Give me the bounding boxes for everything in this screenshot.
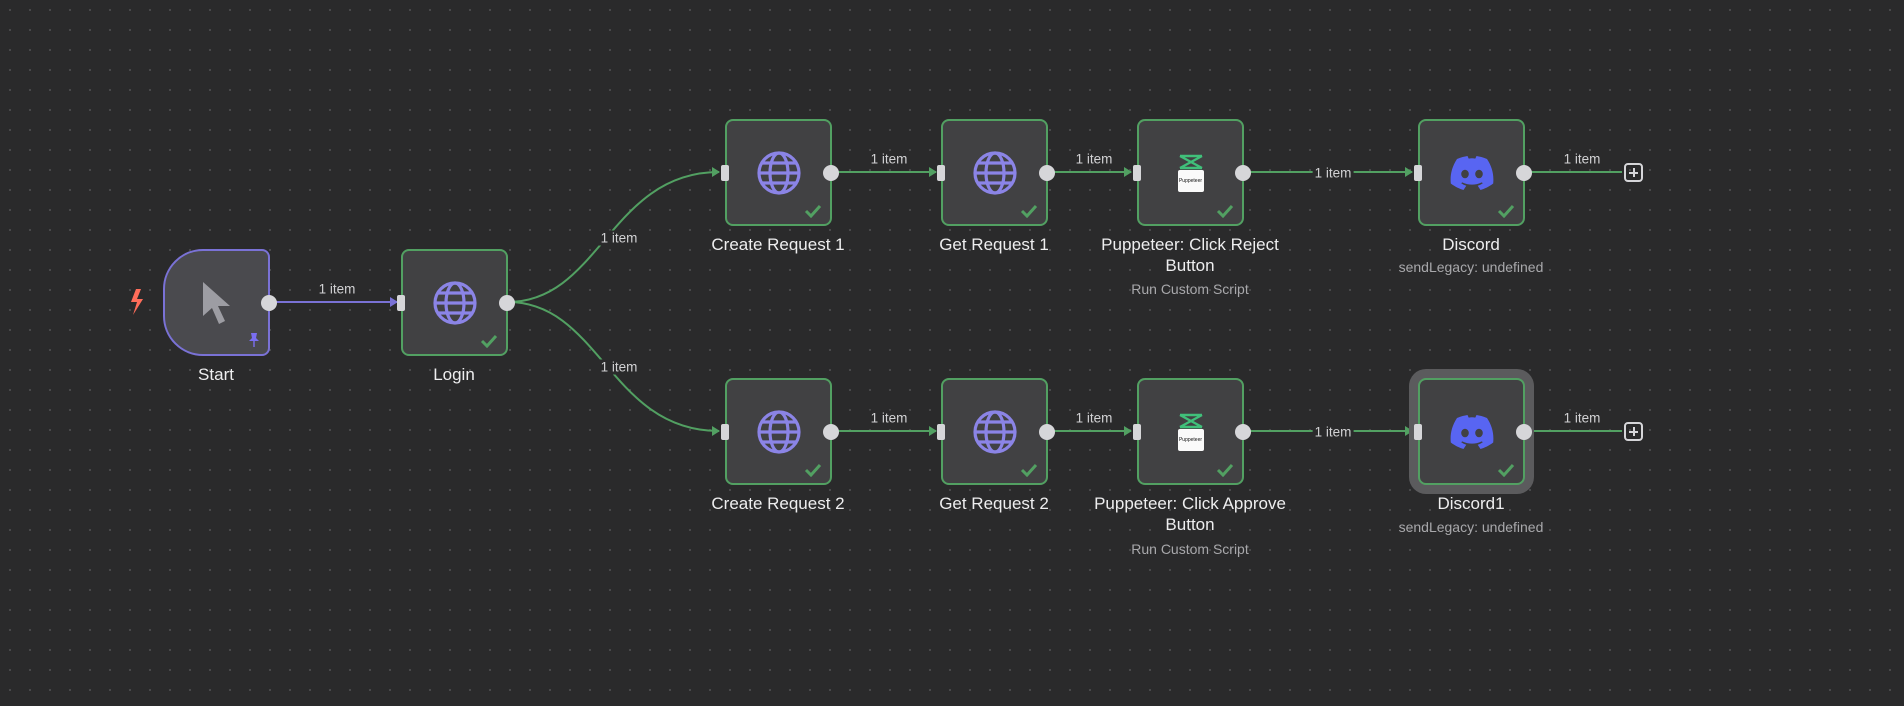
node-label-create-request-2: Create Request 2 — [711, 494, 845, 513]
node-label-start: Start — [198, 365, 234, 384]
check-icon — [1020, 463, 1038, 477]
node-discord[interactable] — [1414, 119, 1532, 226]
input-handle[interactable] — [1133, 423, 1141, 440]
check-icon — [1497, 204, 1515, 218]
node-label-discord: Discord — [1442, 235, 1500, 254]
input-handle[interactable] — [1414, 164, 1422, 181]
pin-icon[interactable] — [246, 332, 262, 348]
puppeteer-badge: Puppeteer — [1177, 169, 1204, 192]
node-start[interactable] — [163, 249, 277, 356]
output-handle[interactable] — [1039, 423, 1055, 440]
discord-icon — [1450, 414, 1494, 449]
edge-label-pup1-discord: 1 item — [1312, 165, 1354, 181]
check-icon — [1497, 463, 1515, 477]
discord-icon — [1450, 155, 1494, 190]
add-node-button[interactable] — [1624, 422, 1643, 441]
check-icon — [804, 204, 822, 218]
edge-label-pup2-discord1: 1 item — [1312, 424, 1354, 440]
node-login[interactable] — [397, 249, 515, 356]
output-handle[interactable] — [1039, 164, 1055, 181]
node-puppeteer-approve[interactable]: Puppeteer — [1133, 378, 1251, 485]
output-handle[interactable] — [1516, 164, 1532, 181]
node-label-get-request-2: Get Request 2 — [939, 494, 1049, 513]
node-create-request-1[interactable] — [721, 119, 839, 226]
edge-label-login-create2: 1 item — [598, 359, 640, 375]
input-handle[interactable] — [937, 164, 945, 181]
check-icon — [480, 334, 498, 348]
node-get-request-1[interactable] — [937, 119, 1055, 226]
edge-label-discord1-out: 1 item — [1561, 410, 1603, 426]
puppeteer-icon: Puppeteer — [1177, 154, 1204, 192]
puppeteer-icon: Puppeteer — [1177, 413, 1204, 451]
edge-label-get1-pup1: 1 item — [1073, 151, 1115, 167]
input-handle[interactable] — [937, 423, 945, 440]
edge-label-start-login: 1 item — [316, 281, 358, 297]
node-label-get-request-1: Get Request 1 — [939, 235, 1049, 254]
output-handle[interactable] — [1516, 423, 1532, 440]
arrow-head — [390, 297, 398, 307]
puppeteer-badge: Puppeteer — [1177, 428, 1204, 451]
check-icon — [1216, 204, 1234, 218]
edge-label-create2-get2: 1 item — [868, 410, 910, 426]
node-discord1[interactable] — [1414, 378, 1532, 485]
node-label-discord1: Discord1 — [1437, 494, 1505, 513]
input-handle[interactable] — [397, 294, 405, 311]
add-node-button[interactable] — [1624, 163, 1643, 182]
node-label-login: Login — [433, 365, 475, 384]
output-handle[interactable] — [823, 423, 839, 440]
edge-label-discord-out: 1 item — [1561, 151, 1603, 167]
output-handle[interactable] — [823, 164, 839, 181]
globe-icon — [432, 280, 478, 326]
output-handle[interactable] — [1235, 164, 1251, 181]
edge-label-create1-get1: 1 item — [868, 151, 910, 167]
output-handle[interactable] — [1235, 423, 1251, 440]
cursor-icon — [199, 280, 235, 326]
node-label-puppeteer-reject: Puppeteer: Click Reject Button — [1101, 235, 1279, 275]
input-handle[interactable] — [1414, 423, 1422, 440]
node-subtitle-puppeteer-approve: Run Custom Script — [1131, 541, 1249, 557]
node-puppeteer-reject[interactable]: Puppeteer — [1133, 119, 1251, 226]
node-subtitle-puppeteer-reject: Run Custom Script — [1131, 281, 1249, 297]
node-label-create-request-1: Create Request 1 — [711, 235, 845, 254]
globe-icon — [756, 409, 802, 455]
node-label-puppeteer-approve: Puppeteer: Click Approve Button — [1094, 494, 1286, 534]
edge-label-login-create1: 1 item — [598, 230, 640, 246]
output-handle[interactable] — [499, 294, 515, 311]
output-handle[interactable] — [261, 294, 277, 311]
node-create-request-2[interactable] — [721, 378, 839, 485]
globe-icon — [756, 150, 802, 196]
trigger-bolt-icon — [131, 289, 143, 315]
check-icon — [1216, 463, 1234, 477]
input-handle[interactable] — [721, 423, 729, 440]
globe-icon — [972, 409, 1018, 455]
edge-label-get2-pup2: 1 item — [1073, 410, 1115, 426]
node-subtitle-discord1: sendLegacy: undefined — [1398, 519, 1544, 535]
input-handle[interactable] — [1133, 164, 1141, 181]
node-get-request-2[interactable] — [937, 378, 1055, 485]
input-handle[interactable] — [721, 164, 729, 181]
check-icon — [804, 463, 822, 477]
node-subtitle-discord: sendLegacy: undefined — [1398, 259, 1544, 275]
arrow-heads — [712, 167, 1413, 436]
globe-icon — [972, 150, 1018, 196]
check-icon — [1020, 204, 1038, 218]
